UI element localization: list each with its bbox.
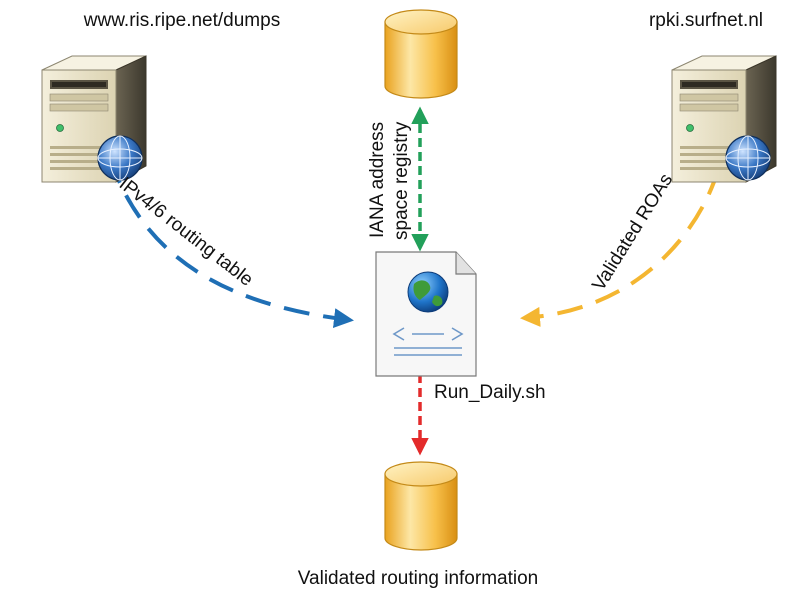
left-globe-icon — [97, 135, 143, 181]
right-server-label: rpki.surfnet.nl — [649, 10, 763, 31]
left-flow-label: IPv4/6 routing table — [115, 173, 257, 290]
right-globe-icon — [725, 135, 771, 181]
top-flow-label-line1: IANA address — [367, 122, 388, 238]
code-brackets-icon — [392, 327, 464, 341]
right-flow-arrow — [520, 169, 720, 327]
bottom-database-icon — [384, 461, 458, 551]
top-database-icon — [384, 9, 458, 99]
script-document-icon — [375, 251, 477, 377]
left-server-label: www.ris.ripe.net/dumps — [83, 10, 280, 31]
earth-globe-icon — [407, 271, 449, 313]
output-label: Validated routing information — [298, 568, 538, 589]
right-flow-label: Validated ROAs — [588, 170, 677, 295]
top-flow-label-line2: space registry — [391, 121, 412, 240]
script-name-label: Run_Daily.sh — [434, 382, 546, 403]
